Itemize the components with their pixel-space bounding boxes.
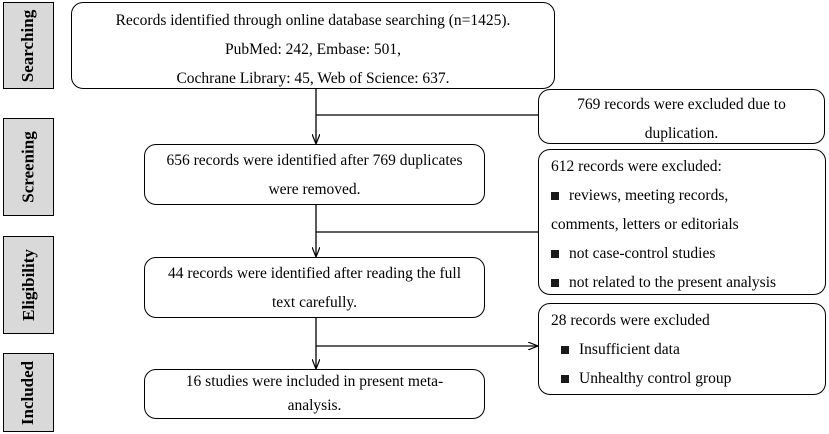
search-line-1: Records identified through online databa… bbox=[115, 12, 511, 29]
duplicates-line-2: duplication. bbox=[644, 125, 719, 142]
stage-label-searching: Searching bbox=[3, 2, 54, 89]
bullet-square-icon bbox=[551, 249, 559, 258]
screening-exclusion-box: 612 records were excluded: reviews, meet… bbox=[538, 149, 826, 295]
search-line-2: PubMed: 242, Embase: 501, bbox=[224, 41, 402, 58]
duplicates-excluded-box: 769 records were excluded due to duplica… bbox=[538, 89, 825, 144]
eligibility-line-2: text carefully. bbox=[271, 294, 358, 311]
search-line-3: Cochrane Library: 45, Web of Science: 63… bbox=[176, 70, 450, 87]
screen-exclusion-title: 612 records were excluded: bbox=[551, 158, 722, 175]
elig-exclusion-item: Unhealthy control group bbox=[551, 364, 825, 393]
elig-exclusion-title: 28 records were excluded bbox=[551, 312, 710, 329]
bullet-square-icon bbox=[551, 191, 559, 200]
search-records-box: Records identified through online databa… bbox=[71, 2, 555, 89]
elig-exclusion-item: Insufficient data bbox=[551, 335, 825, 364]
screening-line-2: were removed. bbox=[268, 181, 361, 198]
eligibility-line-1: 44 records were identified after reading… bbox=[167, 265, 462, 282]
duplicates-line-1: 769 records were excluded due to bbox=[577, 96, 786, 113]
bullet-square-icon bbox=[561, 374, 569, 383]
bullet-square-icon bbox=[561, 345, 569, 354]
screening-line-1: 656 records were identified after 769 du… bbox=[166, 152, 463, 169]
included-box: 16 studies were included in present meta… bbox=[144, 369, 485, 419]
eligibility-exclusion-box: 28 records were excluded Insufficient da… bbox=[538, 303, 826, 395]
screen-exclusion-item: not case-control studies bbox=[551, 239, 825, 268]
screening-box: 656 records were identified after 769 du… bbox=[144, 144, 485, 205]
stage-label-screening: Screening bbox=[3, 118, 54, 216]
screen-exclusion-item: reviews, meeting records, bbox=[551, 181, 825, 210]
included-line-2: analysis. bbox=[287, 397, 342, 414]
stage-label-included: Included bbox=[3, 353, 54, 432]
included-line-1: 16 studies were included in present meta… bbox=[185, 373, 444, 390]
screen-exclusion-item-continuation: comments, letters or editorials bbox=[551, 216, 739, 233]
screen-exclusion-item: not related to the present analysis bbox=[551, 268, 825, 297]
bullet-square-icon bbox=[551, 278, 559, 287]
stage-label-eligibility: Eligibility bbox=[3, 236, 54, 334]
eligibility-box: 44 records were identified after reading… bbox=[144, 257, 485, 318]
